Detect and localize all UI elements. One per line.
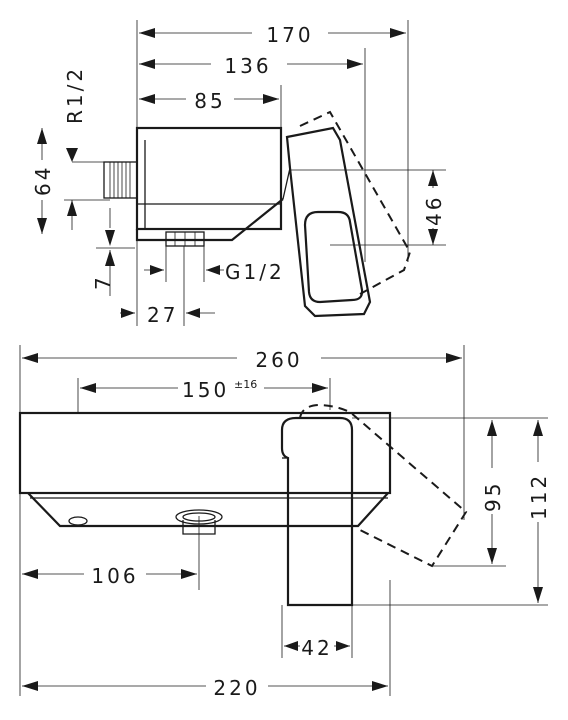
valve-body-bottom <box>27 492 389 528</box>
lever-window <box>303 210 364 304</box>
front-view: 260 150 ±16 106 42 <box>18 345 551 700</box>
lever-solid <box>285 126 372 318</box>
dim-label-150: 150 <box>182 378 229 402</box>
mounting-hole <box>68 516 88 526</box>
valve-body-underside <box>135 198 284 242</box>
dim-label-85: 85 <box>194 89 225 113</box>
dim-label-46: 46 <box>422 195 446 226</box>
lever-alt-position <box>299 110 412 295</box>
inlet-thread-label: R1/2 <box>63 66 87 124</box>
lever-front-alt <box>299 403 468 568</box>
lever-front-solid <box>280 416 354 607</box>
top-view: 170 136 85 R1/2 64 7 <box>30 20 446 327</box>
dim-tolerance-150: ±16 <box>234 378 257 391</box>
dim-label-g12: G1/2 <box>225 260 285 284</box>
dim-label-260: 260 <box>255 348 302 372</box>
dim-label-27: 27 <box>147 303 178 327</box>
dim-label-64: 64 <box>31 165 55 196</box>
dim-label-136: 136 <box>224 54 271 78</box>
dim-label-170: 170 <box>266 23 313 47</box>
valve-body-front <box>18 411 392 495</box>
inlet-thread <box>103 161 138 199</box>
dim-label-106: 106 <box>91 564 138 588</box>
dim-label-220: 220 <box>213 676 260 700</box>
dim-label-112: 112 <box>527 473 551 520</box>
dim-label-42: 42 <box>301 636 332 660</box>
outlet-nut-front <box>175 509 223 525</box>
dim-label-7: 7 <box>91 274 115 290</box>
valve-body-top <box>135 126 283 231</box>
dim-label-95: 95 <box>481 481 505 512</box>
